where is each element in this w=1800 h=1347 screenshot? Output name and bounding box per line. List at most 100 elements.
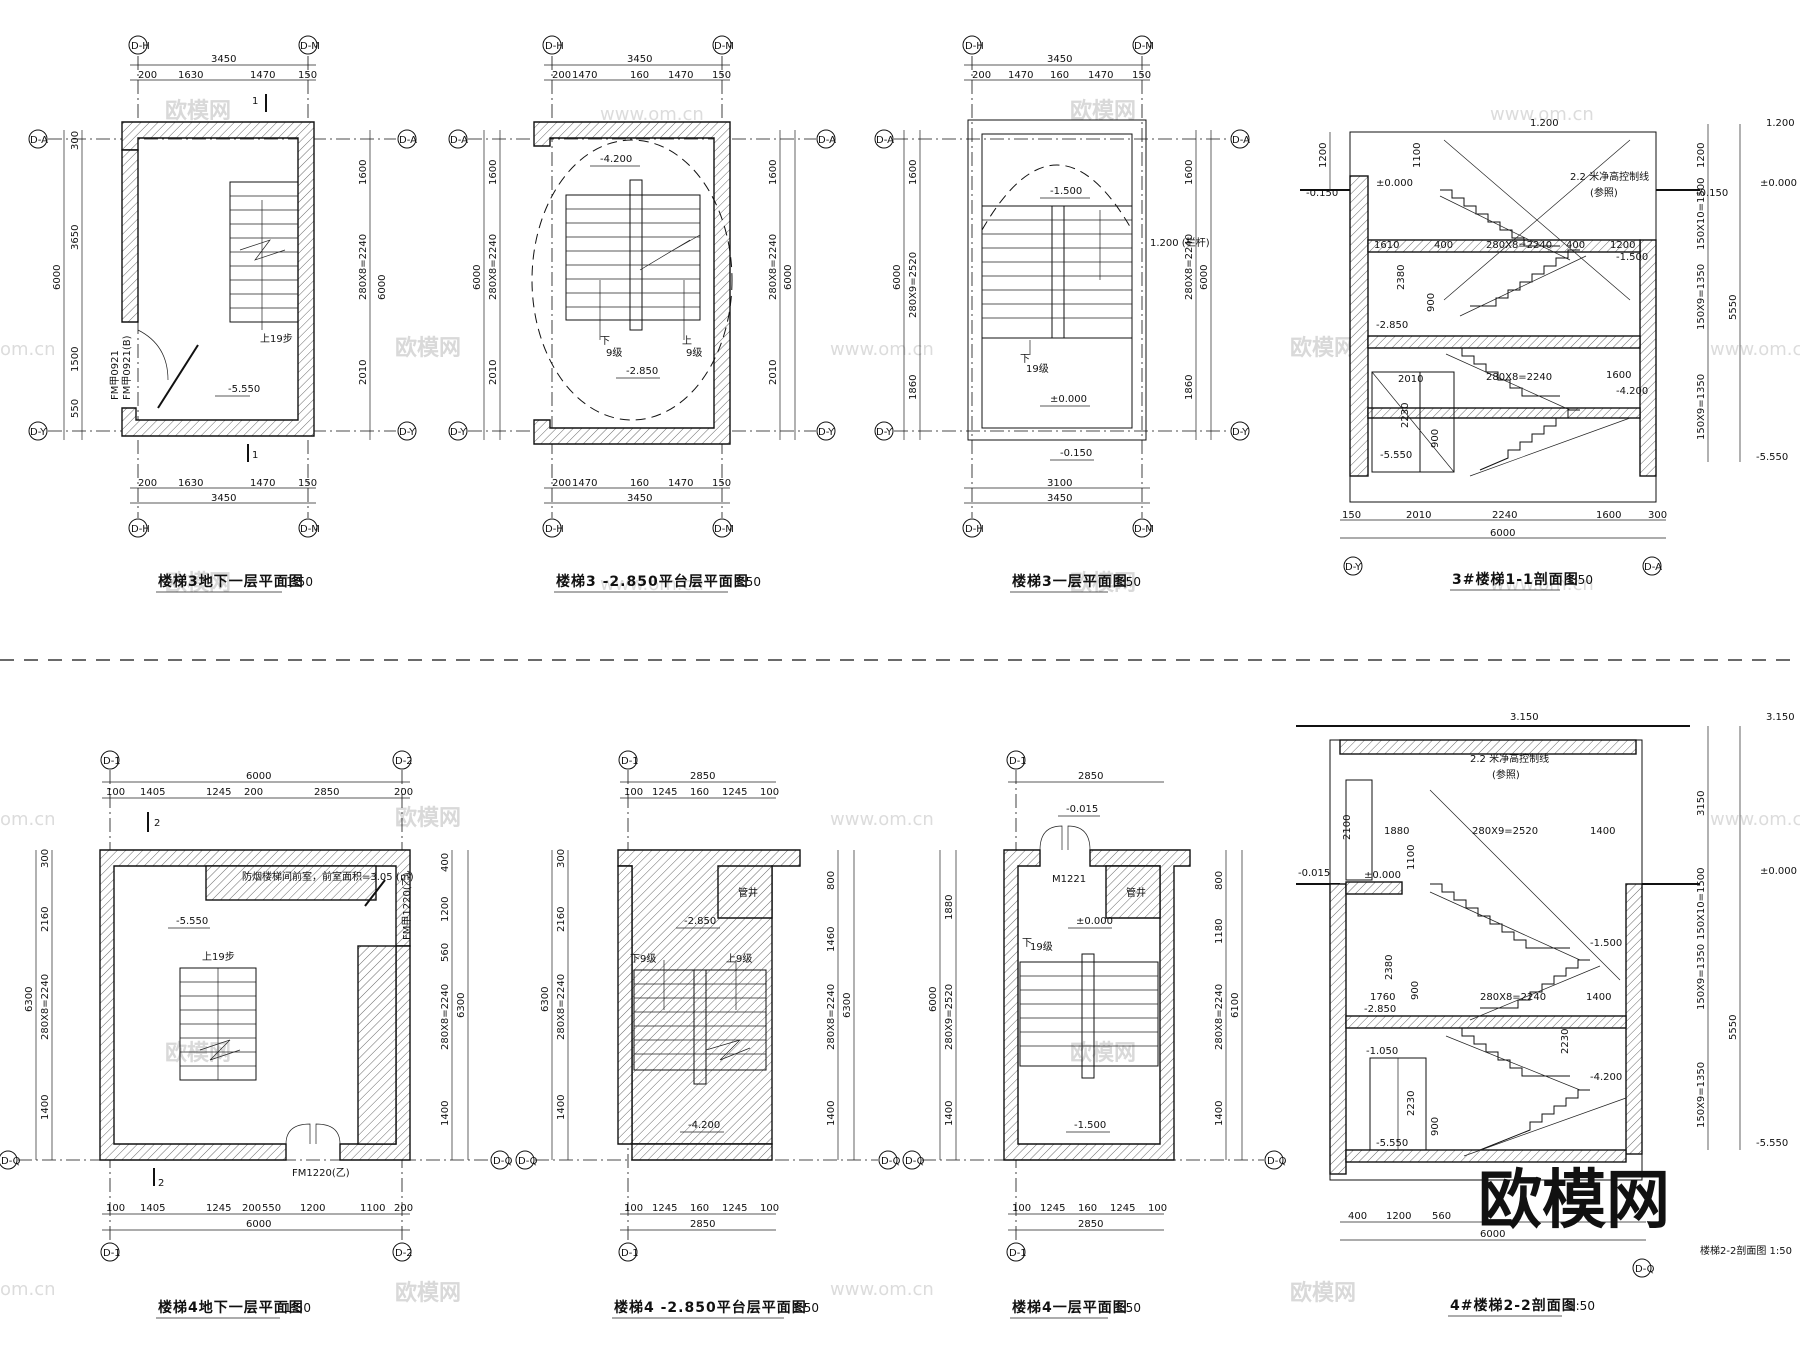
axis-bubble (874, 129, 894, 149)
dimension-text: -1.050 (1366, 1046, 1398, 1057)
drawing-scale: 1:50 (1114, 1301, 1141, 1315)
dimension-text: D-Q (1635, 1264, 1655, 1275)
dimension-text: D-1 (621, 1248, 639, 1259)
axis-bubble (490, 1150, 510, 1170)
wall-outline (315, 1123, 341, 1145)
dimension-text: -5.550 (1380, 450, 1412, 461)
dim: 1470 (250, 70, 275, 81)
dimension-text: -0.150 (1060, 448, 1092, 459)
dimension-text: 280X8=2240 (40, 974, 51, 1040)
wall-outline (565, 194, 701, 321)
dimension-text: 1200 (1610, 240, 1635, 251)
dimension-text: 1200 (440, 897, 451, 922)
wall-outline (357, 945, 397, 1145)
stair-profile (1450, 1027, 1570, 1077)
dimension-text: 1400 (826, 1101, 837, 1126)
wall-outline (981, 164, 1133, 231)
dimension-text: 下 (600, 336, 610, 347)
wall-outline (1349, 175, 1369, 477)
watermark-url: om.cn (0, 809, 56, 830)
dimension-text: 1100 (1406, 845, 1417, 870)
dimension-text: 800 (1214, 871, 1225, 890)
dimension-text: 280X8=2240 (1184, 234, 1195, 300)
axis-bubble (874, 421, 894, 441)
dimension-text: 2850 (690, 1219, 715, 1230)
dimension-text: -4.200 (1590, 1072, 1622, 1083)
dimension-text: 1600 (1184, 160, 1195, 185)
dimension-text: 上 (682, 335, 692, 347)
dimension-text: 100 (760, 1203, 779, 1214)
dimension-text: ±0.000 (1076, 916, 1113, 927)
wall-outline (981, 133, 1133, 429)
dimension-text: ±0.000 (1760, 178, 1797, 189)
dimension-text: 1400 (556, 1095, 567, 1120)
section-stair4-2-2: 3.150 ±0.000 -0.015 -1.500 -2.850 -4.200… (1296, 712, 1797, 1317)
dimension-text: 1400 (440, 1101, 451, 1126)
drawing-scale: 1:50 (734, 575, 761, 589)
section-stair3-1-1: 1.200 ±0.000 -0.150 -1.500 -2.850 -4.200… (1300, 118, 1797, 591)
dimension-text: 2100 (1342, 815, 1353, 840)
wall-outline (1039, 825, 1063, 851)
dim: 280X8=2240 (358, 234, 369, 300)
dimension-text: 9级 (686, 347, 702, 359)
dimension-text: 1470 (1088, 70, 1113, 81)
drawing-scale: 1:50 (792, 1301, 819, 1315)
drawing-caption: 楼梯3 -2.850平台层平面图 (556, 573, 749, 590)
drawing-line (1429, 789, 1621, 981)
dimension-text: D-Q (881, 1156, 901, 1167)
dimension-text: 1245 (652, 1203, 677, 1214)
wall-outline (1051, 205, 1065, 339)
dimension-text: 100 (106, 1203, 125, 1214)
dimension-text: 900 (1426, 293, 1437, 312)
dimension-text: 2850 (1078, 1219, 1103, 1230)
dimension-text: 1100 (1412, 143, 1423, 168)
dimension-text: -4.200 (1616, 386, 1648, 397)
dimension-text: 200 (552, 478, 571, 489)
dimension-text: -5.550 (176, 916, 208, 927)
dimension-text: 1470 (1008, 70, 1033, 81)
plan-stair4-landing: D-1 D-1 D-Q D-Q 2850 100 1245 160 1245 1… (515, 750, 901, 1319)
drawing-scale: 1:50 (1568, 1299, 1595, 1313)
dimension-text: D-H (965, 524, 984, 535)
plan-stair4-ground: D-1 D-1 D-Q D-Q 2850 -0.015 M1221 管井 ±0.… (902, 750, 1287, 1319)
dimension-text: 100 (1148, 1203, 1167, 1214)
dimension-text: FM1220(乙) (292, 1167, 350, 1179)
dim: 1500 (70, 347, 81, 372)
wall-outline (1345, 779, 1373, 881)
axis-label: D-A (399, 135, 417, 146)
wall-outline (121, 149, 139, 323)
dimension-text: 1200 (1386, 1211, 1411, 1222)
dimension-text: D-Y (1345, 562, 1362, 573)
dimension-text: 300 (556, 849, 567, 868)
dimension-text: D-A (450, 135, 468, 146)
dimension-text: 3450 (627, 54, 652, 65)
drawing-line (1469, 417, 1631, 477)
drawing-line (157, 344, 199, 409)
dimension-text: D-Y (1232, 427, 1249, 438)
drawing-scale: 1:50 (286, 575, 313, 589)
dimension-text: 280X9=2520 (908, 252, 919, 318)
dimension-text: 400 (440, 853, 451, 872)
dimension-text: 2.2 米净高控制线 (1470, 752, 1549, 765)
dimension-text: 1600 (768, 160, 779, 185)
dimension-text: 200 (394, 1203, 413, 1214)
level-mark: -5.550 (228, 384, 260, 395)
drawing-caption: 3#楼梯1-1剖面图 (1452, 571, 1579, 588)
drawing-line (1439, 195, 1571, 261)
dimension-text: 2010 (768, 360, 779, 385)
dimension-text: 150 (1342, 510, 1361, 521)
wall-outline (1105, 865, 1161, 919)
dimension-text: D-M (714, 524, 734, 535)
dimension-text: 900 (1430, 429, 1441, 448)
stair-profile (1480, 959, 1590, 1009)
dimension-text: 1400 (1214, 1101, 1225, 1126)
drawing-line (364, 879, 386, 907)
axis-bubble (902, 1150, 922, 1170)
dimension-text: 200 (242, 1203, 261, 1214)
dimension-text: 1180 (1214, 919, 1225, 944)
dimension-text: 200 (552, 70, 571, 81)
dimension-text: -1.500 (1590, 938, 1622, 949)
dimension-text: D-M (1134, 41, 1154, 52)
door-label: FM甲0921 (110, 350, 121, 400)
axis-bubble (618, 750, 638, 770)
